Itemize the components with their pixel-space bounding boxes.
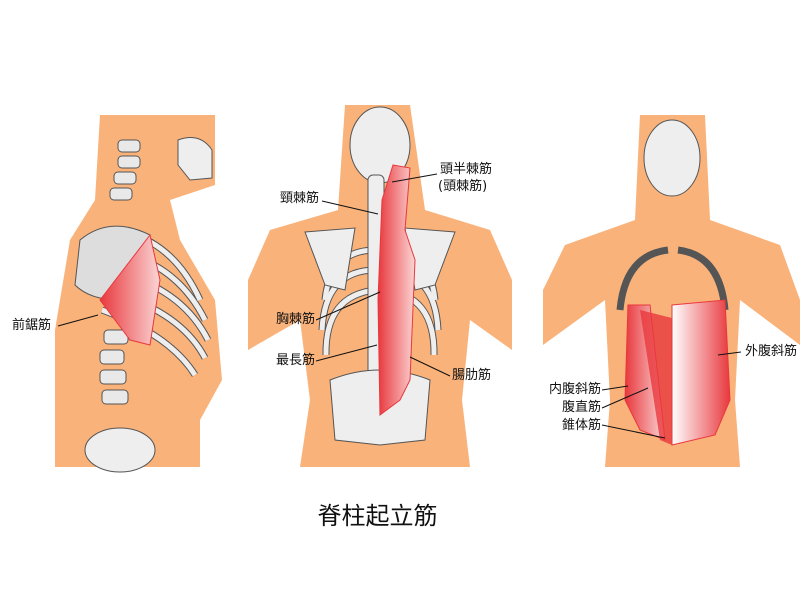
side-spine [99, 139, 141, 405]
side-skull [177, 137, 213, 181]
serratus-anterior-muscle [99, 233, 161, 346]
label-semispinalis-capitis-alt: (頭棘筋) [438, 179, 488, 194]
label-rectus-abdominis: 腹直筋 [562, 400, 602, 415]
back-scapula-right [404, 227, 456, 291]
label-iliocostalis: 腸肋筋 [452, 368, 492, 383]
front-ribcage [616, 246, 729, 311]
diagram-title: 脊柱起立筋 [317, 502, 438, 530]
front-view-figure [543, 115, 800, 467]
label-pyramidalis: 錐体筋 [562, 418, 602, 433]
erector-spinae-muscle [377, 164, 416, 416]
label-serratus-anterior: 前鋸筋 [12, 318, 52, 333]
label-internal-oblique: 内腹斜筋 [549, 382, 602, 397]
label-spinalis-thoracis: 胸棘筋 [276, 312, 316, 327]
label-longissimus: 最長筋 [276, 353, 316, 368]
label-spinalis-cervicis: 頸棘筋 [280, 191, 320, 206]
side-pelvis [84, 427, 156, 473]
side-view-figure [55, 115, 222, 473]
rectus-abdominis-muscle [640, 310, 672, 445]
front-skull [643, 119, 701, 197]
front-body-silhouette [543, 115, 800, 467]
back-view-figure [248, 105, 512, 467]
leader-lines [57, 173, 742, 439]
label-external-oblique: 外腹斜筋 [745, 344, 798, 359]
back-scapula-left [304, 227, 356, 291]
label-semispinalis-capitis: 頭半棘筋 [440, 162, 493, 177]
